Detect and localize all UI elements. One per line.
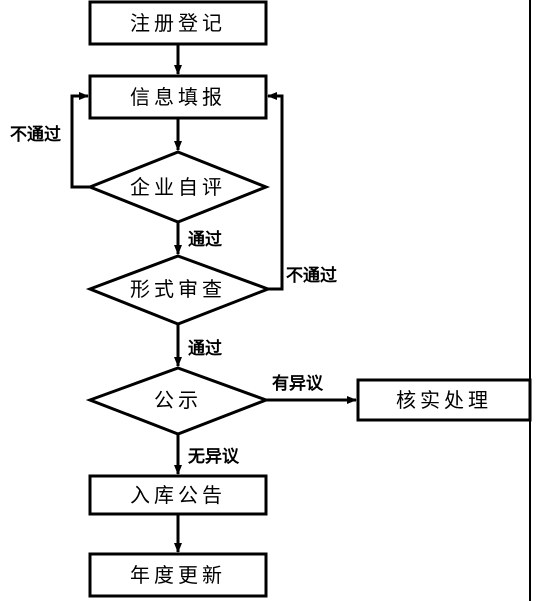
label-fail-right: 不通过 (286, 266, 337, 286)
node-fill-info: 信息填报 (88, 74, 268, 120)
node-verify-label: 核实处理 (396, 388, 492, 412)
node-formal-review: 形式审查 (85, 254, 273, 326)
node-verify: 核实处理 (356, 378, 532, 422)
node-self-eval-label: 企业自评 (130, 175, 226, 199)
label-fail-left: 不通过 (10, 125, 61, 145)
node-fill-info-label: 信息填报 (130, 85, 226, 109)
edge-selfeval-fail (70, 92, 90, 189)
node-register: 注册登记 (88, 0, 268, 46)
node-self-eval: 企业自评 (85, 150, 271, 224)
label-pass-1: 通过 (188, 230, 222, 250)
label-pass-2: 通过 (188, 339, 222, 359)
node-announce-label: 入库公告 (130, 483, 226, 507)
node-announce: 入库公告 (88, 474, 268, 516)
node-annual-update: 年度更新 (88, 552, 268, 598)
node-publicity-label: 公示 (154, 388, 202, 412)
node-publicity: 公示 (85, 366, 271, 436)
label-objection: 有异议 (272, 373, 324, 394)
label-no-objection: 无异议 (187, 447, 240, 467)
node-register-label: 注册登记 (130, 11, 226, 35)
edge-review-fail (267, 92, 284, 291)
node-formal-review-label: 形式审查 (130, 277, 226, 301)
node-annual-update-label: 年度更新 (130, 563, 226, 587)
